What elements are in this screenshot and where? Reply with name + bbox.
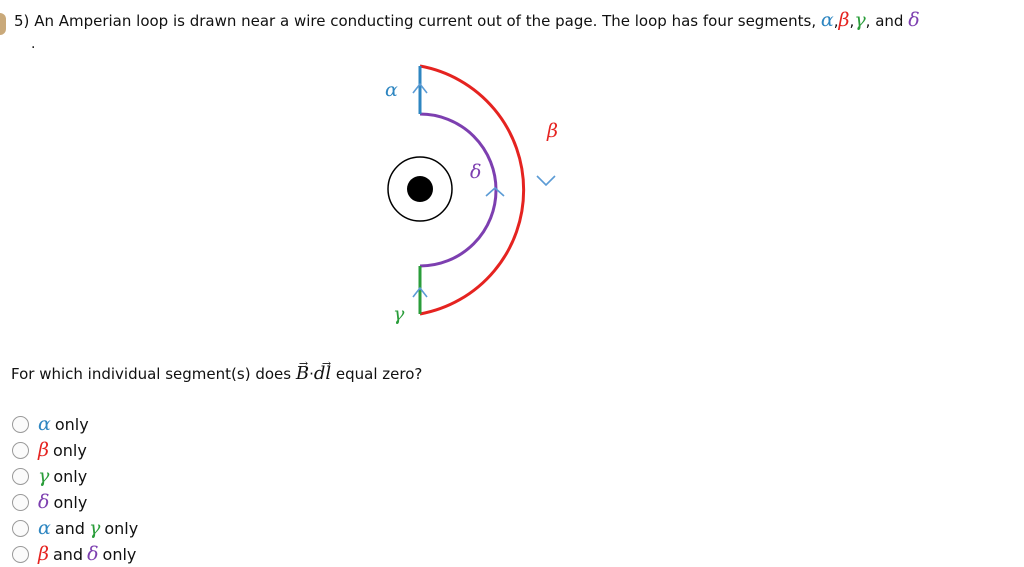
gamma-arrow-icon xyxy=(412,286,428,298)
choice-symbol-1: β xyxy=(38,543,49,565)
left-edge-tab xyxy=(0,13,6,35)
answer-choices: α only β only γ only δ only α and γ only… xyxy=(12,411,138,567)
choice-and: and xyxy=(54,518,85,538)
choice-label: only xyxy=(54,414,89,434)
trailing-period: . xyxy=(31,36,36,52)
dot-product: · xyxy=(309,365,314,383)
choice-label: only xyxy=(52,440,87,460)
radio-button[interactable] xyxy=(12,415,29,433)
choice-label: only xyxy=(53,492,88,512)
vector-dl: →dl xyxy=(313,357,332,386)
choice-beta-only[interactable]: β only xyxy=(12,437,138,463)
segment-delta-arc xyxy=(419,112,498,268)
radio-button[interactable] xyxy=(12,519,29,537)
vector-dl-letters: dl xyxy=(313,363,332,384)
radio-button[interactable] xyxy=(12,441,29,459)
choice-symbol-2: γ xyxy=(88,517,101,539)
question-number: 5) xyxy=(14,12,30,30)
prompt-before: For which individual segment(s) does xyxy=(11,365,292,383)
choice-symbol: δ xyxy=(38,491,50,513)
choice-symbol-1: α xyxy=(38,517,51,539)
choice-beta-and-delta-only[interactable]: β and δ only xyxy=(12,541,138,567)
symbol-alpha: α xyxy=(820,9,834,31)
prompt-text: For which individual segment(s) does →B·… xyxy=(11,357,423,386)
label-gamma: γ xyxy=(393,303,405,325)
delta-arrow-icon xyxy=(485,186,505,197)
choice-alpha-and-gamma-only[interactable]: α and γ only xyxy=(12,515,138,541)
vector-B: →B xyxy=(295,357,310,386)
radio-button[interactable] xyxy=(12,493,29,511)
wire-dot xyxy=(407,176,433,202)
alpha-arrow-icon xyxy=(412,82,428,94)
question-text: 5) An Amperian loop is drawn near a wire… xyxy=(14,10,920,31)
vector-arrow-icon: → xyxy=(321,357,332,370)
label-delta: δ xyxy=(470,161,481,183)
choice-symbol: γ xyxy=(38,465,50,487)
symbol-and: , and xyxy=(865,12,904,30)
label-alpha: α xyxy=(385,79,398,101)
choice-symbol: α xyxy=(38,413,51,435)
choice-label: only xyxy=(102,544,137,564)
symbol-beta: β xyxy=(838,9,850,31)
question-body: An Amperian loop is drawn near a wire co… xyxy=(34,12,817,30)
radio-button[interactable] xyxy=(12,467,29,485)
prompt-after: equal zero? xyxy=(335,365,423,383)
choice-symbol-2: δ xyxy=(87,543,99,565)
choice-delta-only[interactable]: δ only xyxy=(12,489,138,515)
symbol-gamma: γ xyxy=(854,9,866,31)
label-beta: β xyxy=(546,120,558,142)
vector-arrow-icon: → xyxy=(298,357,309,370)
symbol-delta: δ xyxy=(908,9,920,31)
vector-B-letter: B xyxy=(295,363,310,384)
segment-beta-arc xyxy=(419,64,526,316)
choice-label: only xyxy=(104,518,139,538)
beta-arrow-icon xyxy=(536,175,556,187)
choice-alpha-only[interactable]: α only xyxy=(12,411,138,437)
symbol-comma-1: , xyxy=(833,12,839,30)
choice-gamma-only[interactable]: γ only xyxy=(12,463,138,489)
choice-and: and xyxy=(52,544,84,564)
symbol-comma-2: , xyxy=(849,12,855,30)
choice-label: only xyxy=(53,466,88,486)
choice-symbol: β xyxy=(38,439,49,461)
